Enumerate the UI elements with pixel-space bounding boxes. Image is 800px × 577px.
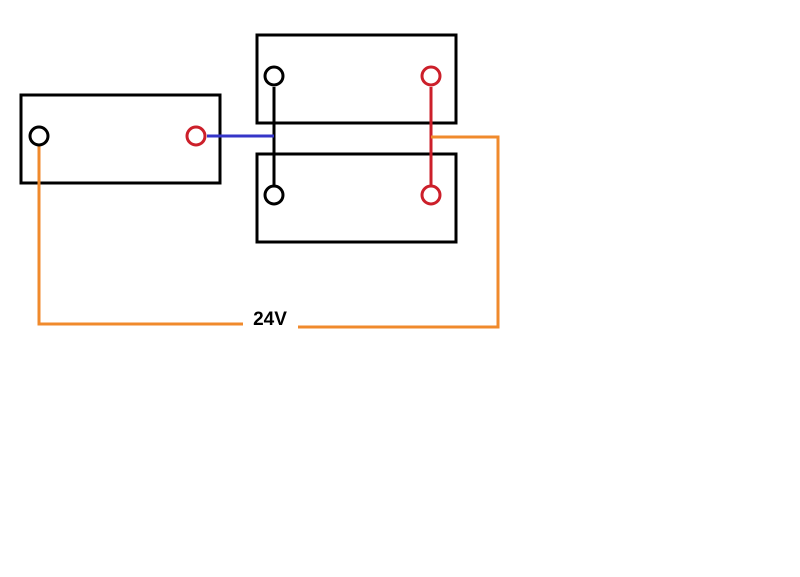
output-lead-negative xyxy=(37,144,243,326)
battery-top-right xyxy=(255,33,458,125)
battery-bottom-right xyxy=(255,152,458,244)
terminal-circle-icon xyxy=(263,65,285,87)
terminal-circle-icon xyxy=(420,65,442,87)
battery-left xyxy=(19,93,222,185)
terminal-circle-icon xyxy=(28,125,50,147)
output-lead-positive xyxy=(298,135,500,329)
terminal-circle-icon xyxy=(420,184,442,206)
terminal-circle-icon xyxy=(185,125,207,147)
voltage-label: 24V xyxy=(253,309,287,330)
terminal-circle-icon xyxy=(263,184,285,206)
